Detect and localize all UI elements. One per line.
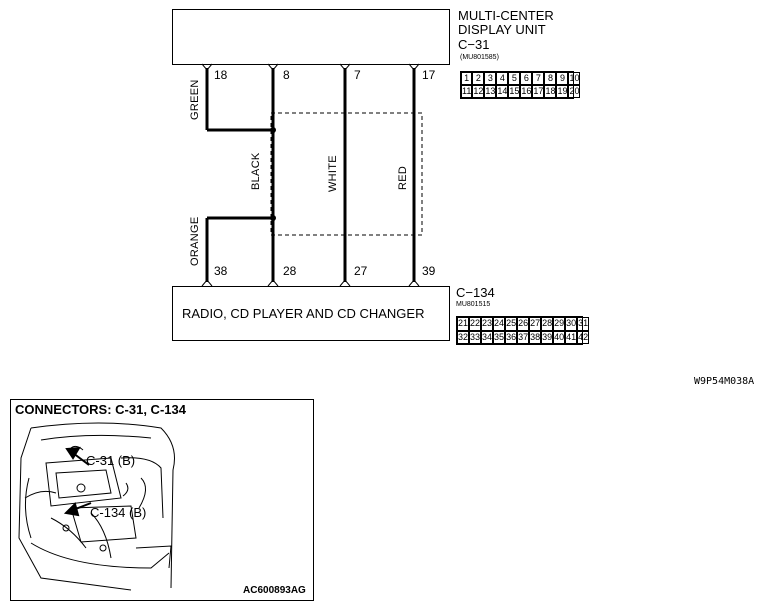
callout-c134: C-134 (B) xyxy=(90,505,147,520)
pin-7-label: 7 xyxy=(354,68,361,82)
pin-38-label: 38 xyxy=(214,264,228,278)
connector-pin-cell: 38 xyxy=(529,330,542,344)
pin-27-label: 27 xyxy=(354,264,368,278)
radio-cd-unit-box xyxy=(172,286,450,341)
connector-pin-cell: 13 xyxy=(484,85,497,98)
connector-pin-cell: 32 xyxy=(457,330,470,344)
connector-pin-cell: 26 xyxy=(517,317,530,331)
connectors-panel-title: CONNECTORS: C-31, C-134 xyxy=(15,402,186,417)
wire-color-green: GREEN xyxy=(189,79,201,120)
connector-pin-cell: 19 xyxy=(556,85,569,98)
connector-pin-cell: 21 xyxy=(457,317,470,331)
top-unit-part-number: (MU801585) xyxy=(460,54,499,61)
connector-pin-cell: 14 xyxy=(496,85,509,98)
bottom-unit-name: RADIO, CD PLAYER AND CD CHANGER xyxy=(182,306,425,321)
pin-18-label: 18 xyxy=(214,68,228,82)
connector-pin-cell: 33 xyxy=(469,330,482,344)
connector-pin-cell: 35 xyxy=(493,330,506,344)
wire-color-orange: ORANGE xyxy=(189,216,201,266)
top-unit-name-line1: MULTI-CENTER xyxy=(458,8,554,23)
connector-pin-cell: 10 xyxy=(568,72,581,85)
bottom-unit-connector-id: C−134 xyxy=(456,285,495,300)
connector-pin-cell: 3 xyxy=(484,72,497,85)
connector-arrows xyxy=(63,446,92,517)
splice-point-bottom xyxy=(270,215,276,221)
connectors-panel-code: AC600893AG xyxy=(243,585,306,596)
connector-pin-cell: 5 xyxy=(508,72,521,85)
top-unit-name-line2: DISPLAY UNIT xyxy=(458,22,546,37)
wire-color-white: WHITE xyxy=(327,155,339,192)
connector-pin-cell: 1 xyxy=(461,72,473,85)
pin-17-label: 17 xyxy=(422,68,436,82)
splice-point-top xyxy=(270,127,276,133)
connector-pin-cell: 7 xyxy=(532,72,545,85)
dashboard-location-illustration xyxy=(18,422,175,591)
multi-center-display-unit-box xyxy=(172,9,450,65)
pin-39-label: 39 xyxy=(422,264,436,278)
connector-pin-cell: 17 xyxy=(532,85,545,98)
connector-pin-cell: 11 xyxy=(461,85,473,98)
connector-pin-cell: 16 xyxy=(520,85,533,98)
connector-pin-cell: 41 xyxy=(565,330,578,344)
top-unit-connector-id: C−31 xyxy=(458,37,490,52)
connector-pin-cell: 4 xyxy=(496,72,509,85)
connector-pin-cell: 37 xyxy=(517,330,530,344)
connector-pin-cell: 12 xyxy=(472,85,485,98)
connector-pin-cell: 42 xyxy=(577,330,590,344)
pin-28-label: 28 xyxy=(283,264,297,278)
connector-pin-cell: 27 xyxy=(529,317,542,331)
bottom-unit-part-number: MU801515 xyxy=(456,301,491,308)
wire-color-red: RED xyxy=(397,165,409,190)
connector-pin-cell: 40 xyxy=(553,330,566,344)
connector-pin-cell: 36 xyxy=(505,330,518,344)
connector-pin-cell: 39 xyxy=(541,330,554,344)
connector-pin-cell: 22 xyxy=(469,317,482,331)
connector-pin-cell: 34 xyxy=(481,330,494,344)
connector-pin-cell: 2 xyxy=(472,72,485,85)
connector-pin-cell: 20 xyxy=(568,85,581,98)
connector-pin-cell: 18 xyxy=(544,85,557,98)
connector-pin-cell: 28 xyxy=(541,317,554,331)
connector-pin-cell: 29 xyxy=(553,317,566,331)
connector-pin-cell: 8 xyxy=(544,72,557,85)
connector-pin-cell: 15 xyxy=(508,85,521,98)
pin-8-label: 8 xyxy=(283,68,290,82)
connector-pin-cell: 30 xyxy=(565,317,578,331)
connector-pin-cell: 9 xyxy=(556,72,569,85)
diagram-code: W9P54M038A xyxy=(694,376,755,387)
connector-pin-cell: 31 xyxy=(577,317,590,331)
callout-c31: C-31 (B) xyxy=(86,453,136,468)
connector-pin-cell: 6 xyxy=(520,72,533,85)
wire-color-black: BLACK xyxy=(250,152,262,190)
connector-pin-cell: 24 xyxy=(493,317,506,331)
connector-pin-cell: 23 xyxy=(481,317,494,331)
connector-pin-cell: 25 xyxy=(505,317,518,331)
